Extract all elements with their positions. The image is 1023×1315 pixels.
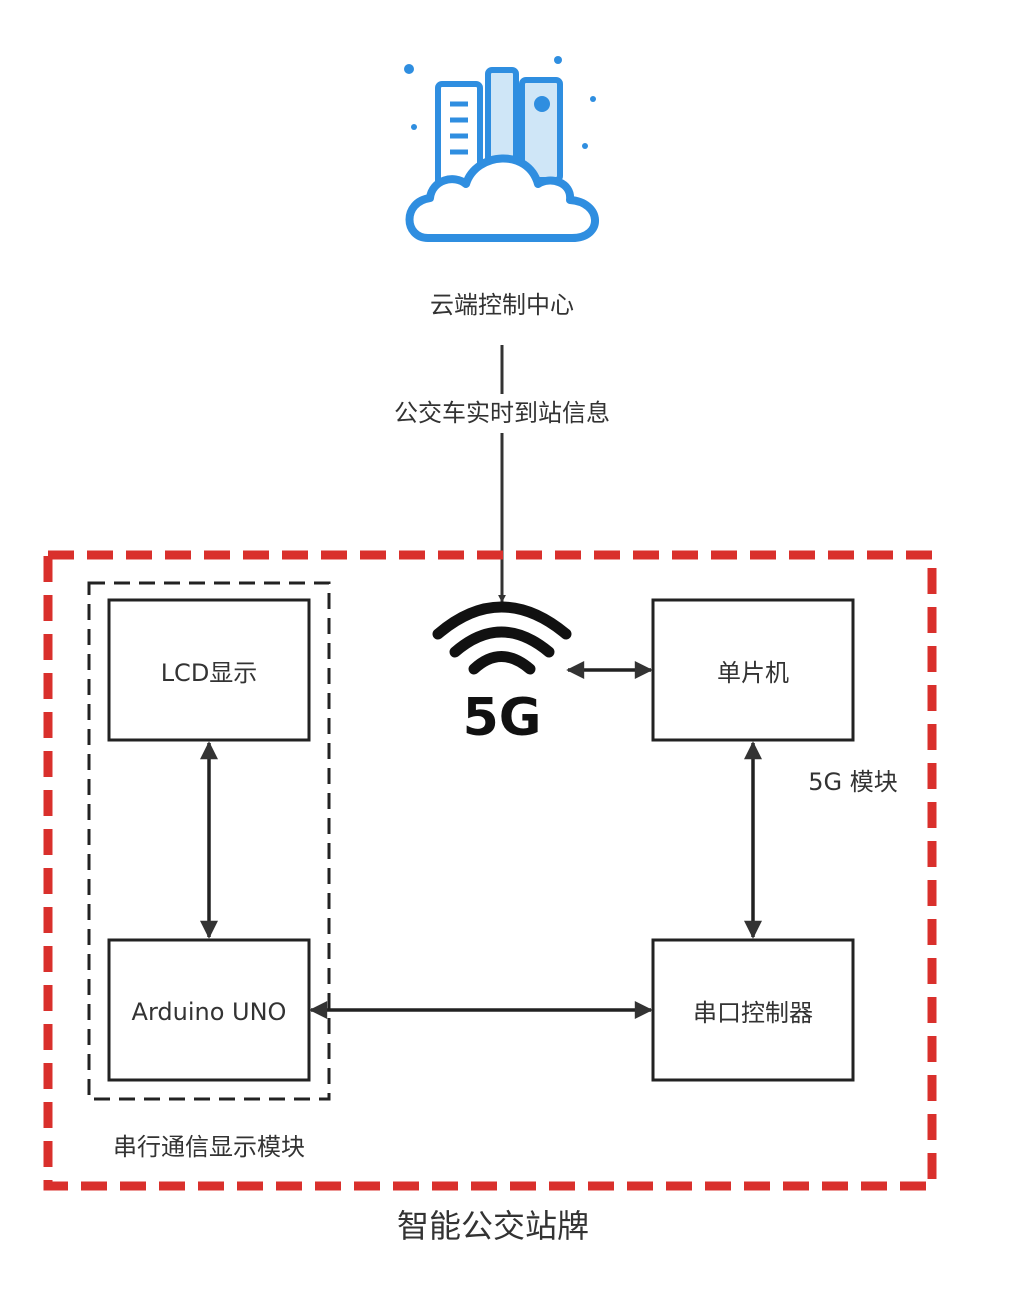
serial-controller-box bbox=[651, 938, 855, 1082]
serial-controller-label: 串口控制器 bbox=[693, 999, 813, 1027]
arduino-uno-label: Arduino UNO bbox=[132, 998, 287, 1026]
mcu-label: 单片机 bbox=[717, 659, 789, 687]
serial-display-module-label: 串行通信显示模块 bbox=[113, 1133, 305, 1161]
5g-signal-icon bbox=[432, 601, 572, 675]
mcu-box bbox=[651, 598, 855, 742]
lcd-display-box bbox=[107, 598, 311, 742]
lcd-display-label: LCD显示 bbox=[161, 659, 258, 687]
cloud-control-center-label: 云端控制中心 bbox=[430, 291, 574, 319]
cloud-city-icon bbox=[404, 56, 599, 242]
5g-text: 5G bbox=[463, 688, 542, 748]
arduino-uno-box bbox=[107, 938, 311, 1082]
serial-display-module-boundary bbox=[87, 581, 331, 1101]
5g-module-label: 5G 模块 bbox=[808, 768, 898, 796]
smart-bus-stop-boundary bbox=[43, 550, 937, 1191]
smart-bus-stop-label: 智能公交站牌 bbox=[397, 1207, 589, 1245]
realtime-arrival-info-label: 公交车实时到站信息 bbox=[394, 399, 610, 427]
